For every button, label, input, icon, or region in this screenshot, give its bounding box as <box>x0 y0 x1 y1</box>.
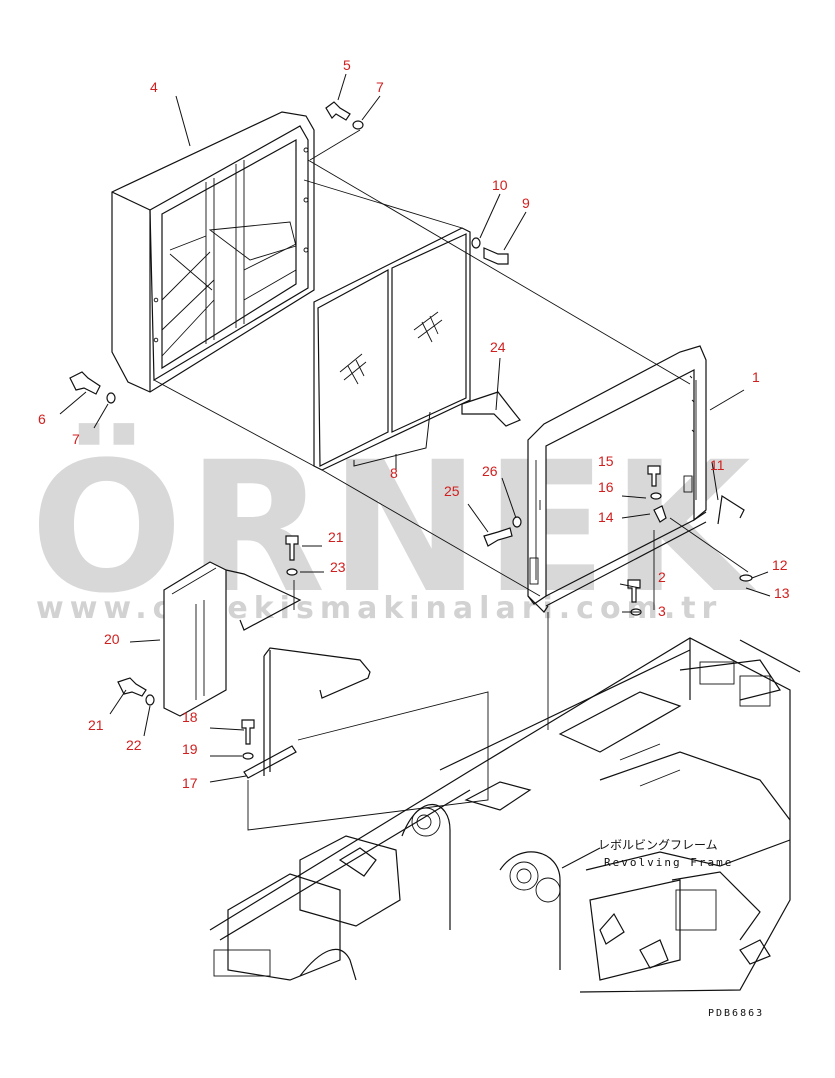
frame-label-english: Revolving Frame <box>604 856 733 869</box>
label-part-22: 22 <box>126 737 142 753</box>
revolving-frame <box>209 637 801 993</box>
label-part-18: 18 <box>182 709 198 725</box>
label-part-8: 8 <box>390 465 398 481</box>
watermark-url: www.ornekismakinalari.com.tr <box>36 591 722 626</box>
frame-label-japanese: レボルビングフレーム <box>598 838 718 852</box>
label-part-21a: 21 <box>328 529 344 545</box>
label-part-16: 16 <box>598 479 614 495</box>
part-labels: 1234567789101112131415161718192021212223… <box>38 57 790 791</box>
label-part-9: 9 <box>522 195 530 211</box>
cooler-box-part-4 <box>111 111 315 393</box>
watermark: ÖRNEK www.ornekismakinalari.com.tr <box>30 423 752 633</box>
label-part-25: 25 <box>444 483 460 499</box>
label-part-15: 15 <box>598 453 614 469</box>
main-frame-part-1 <box>527 345 707 613</box>
label-part-1: 1 <box>752 369 760 385</box>
label-part-11: 11 <box>710 457 725 473</box>
label-part-12: 12 <box>772 557 788 573</box>
label-part-13: 13 <box>774 585 790 601</box>
label-part-6: 6 <box>38 411 46 427</box>
bracket-part-20 <box>163 561 302 717</box>
label-part-3: 3 <box>658 603 666 619</box>
label-part-20: 20 <box>104 631 120 647</box>
assembly-lines <box>153 129 749 831</box>
label-part-4: 4 <box>150 79 158 95</box>
screen-panel-part-8 <box>313 227 471 471</box>
label-part-2: 2 <box>658 569 666 585</box>
label-part-21b: 21 <box>88 717 104 733</box>
label-part-7a: 7 <box>376 79 384 95</box>
stay-part-17 <box>243 647 371 779</box>
label-part-14: 14 <box>598 509 614 525</box>
bracket-part-24 <box>461 391 521 427</box>
revolving-frame-label: レボルビングフレーム Revolving Frame <box>561 838 733 869</box>
label-part-10: 10 <box>492 177 508 193</box>
label-part-23: 23 <box>330 559 346 575</box>
label-part-24: 24 <box>490 339 506 355</box>
drawing-code: PDB6863 <box>708 1008 764 1019</box>
label-part-7b: 7 <box>72 431 80 447</box>
label-part-19: 19 <box>182 741 198 757</box>
label-part-26: 26 <box>482 463 498 479</box>
leader-lines <box>59 73 771 783</box>
label-part-17: 17 <box>182 775 198 791</box>
label-part-5: 5 <box>343 57 351 73</box>
